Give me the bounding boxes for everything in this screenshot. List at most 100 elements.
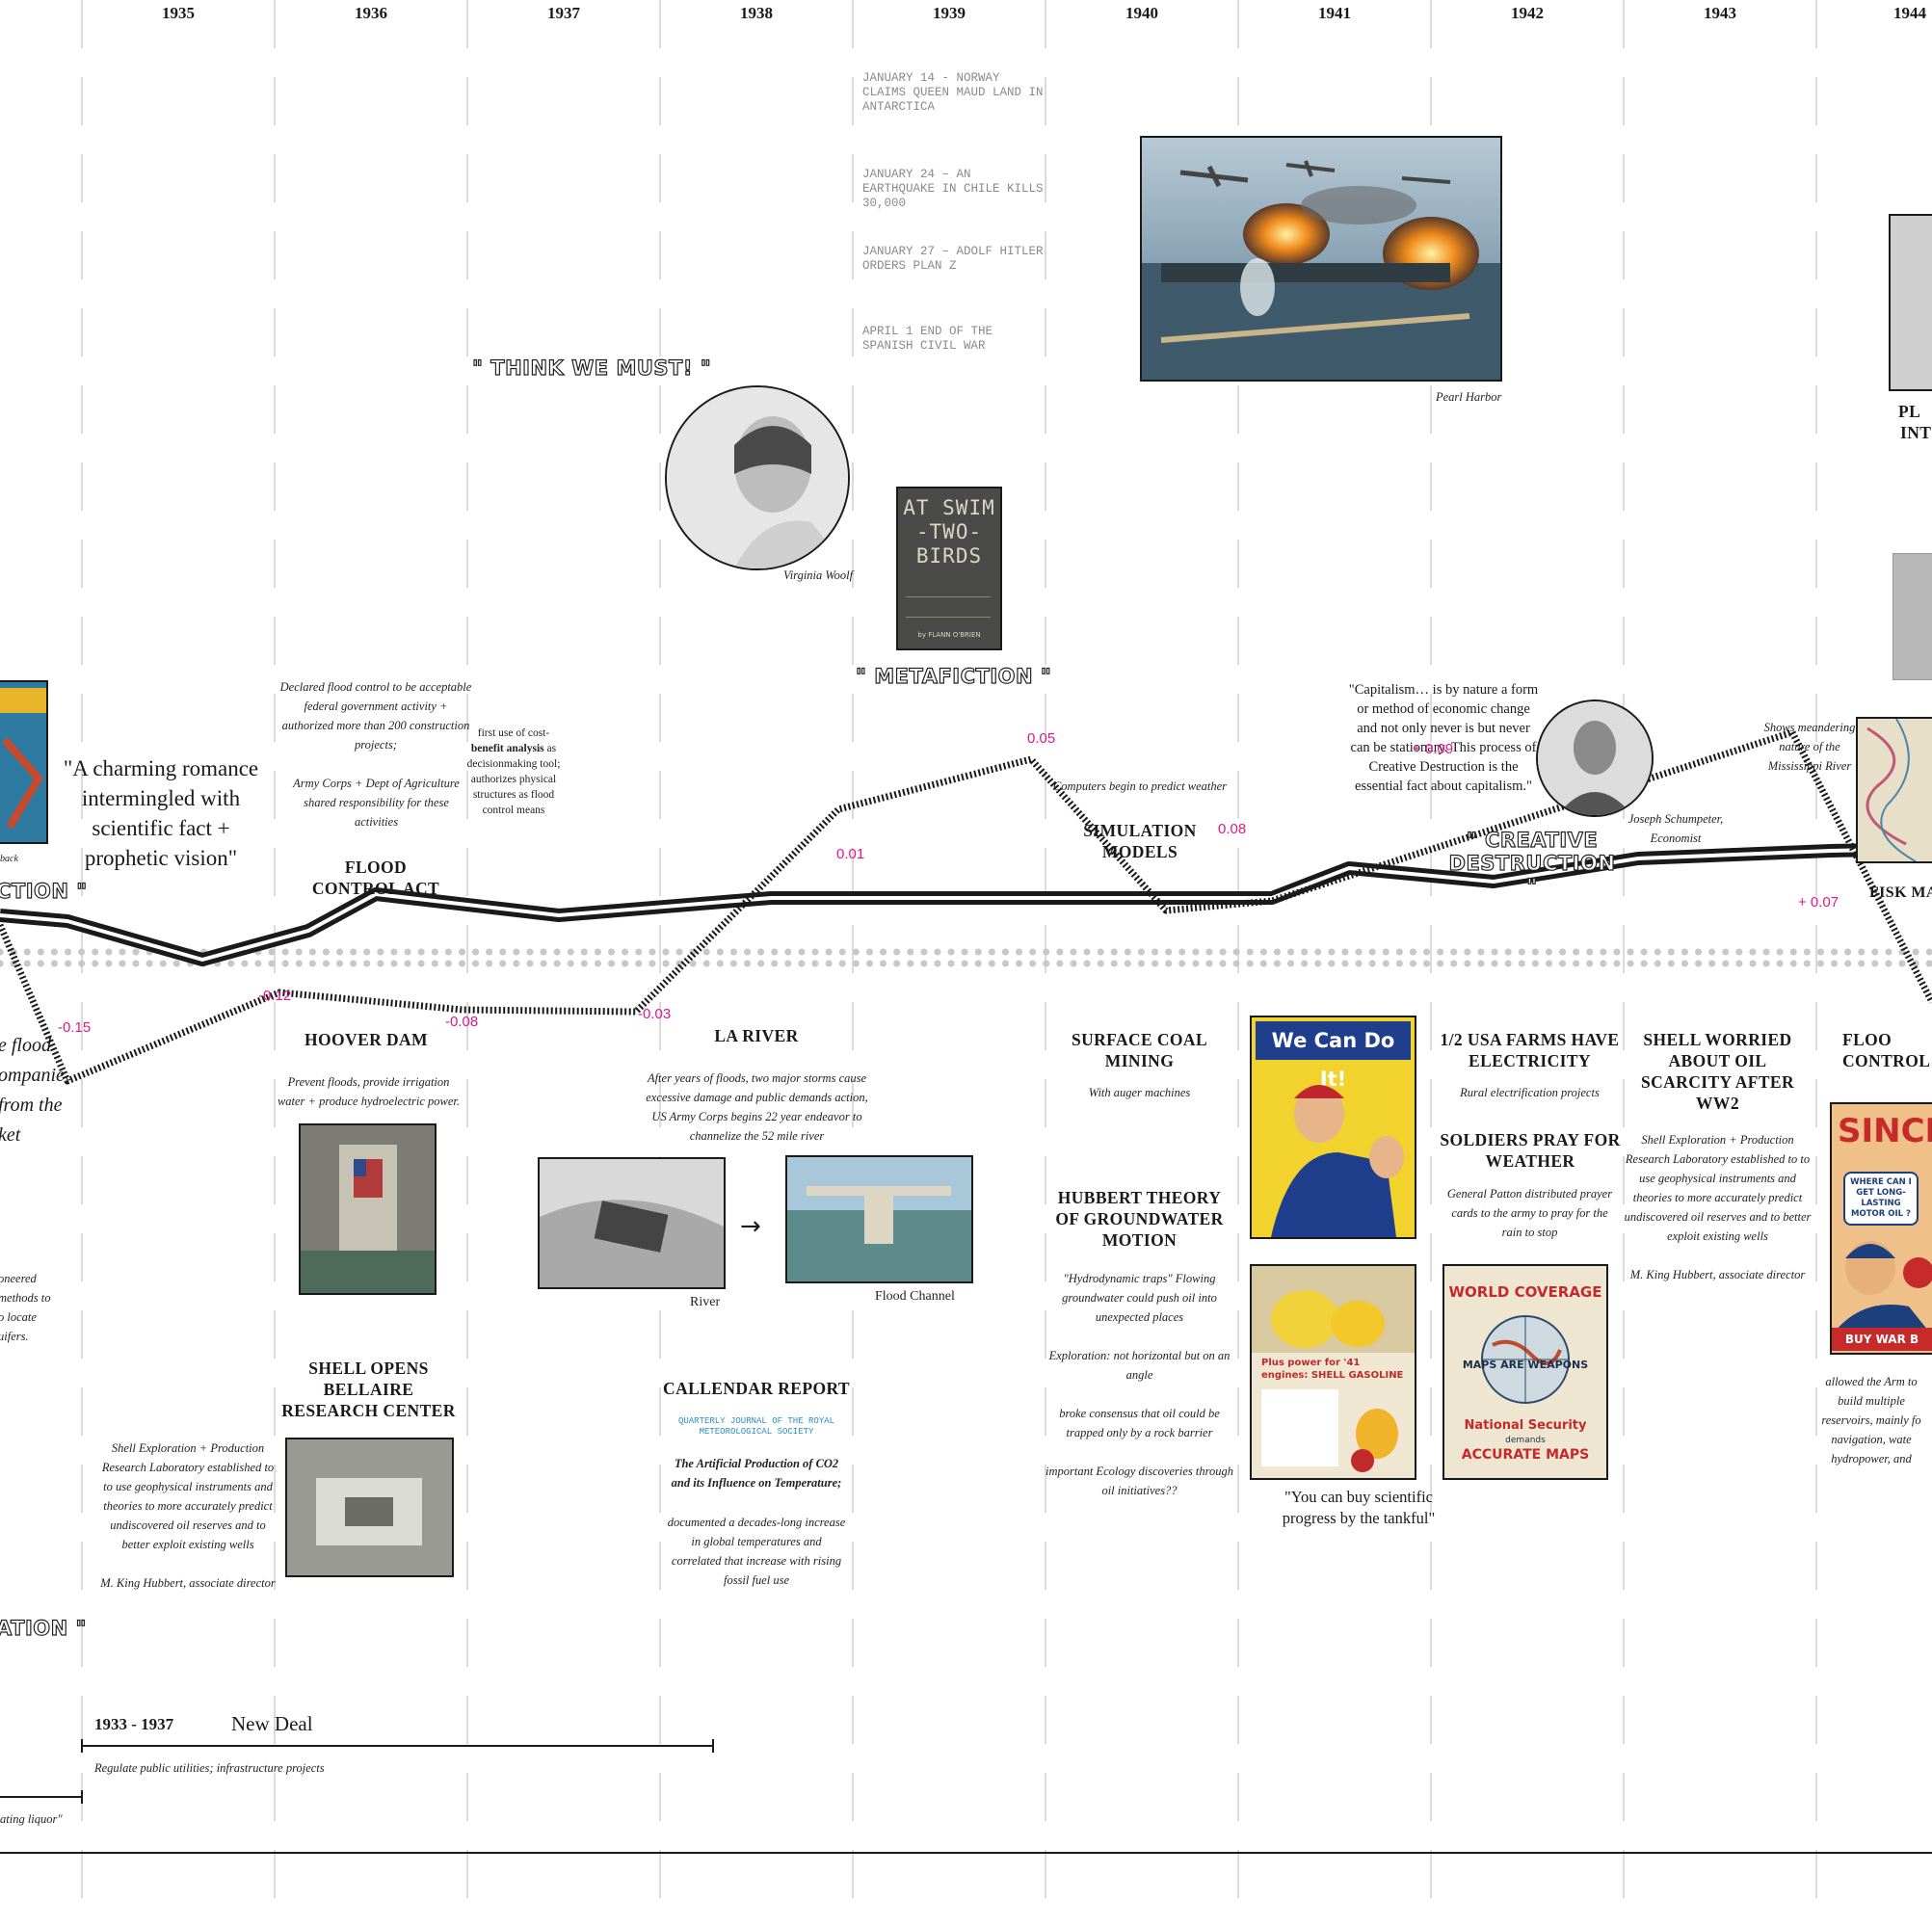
maps-poster-demands: demands <box>1505 1436 1546 1445</box>
maps-poster-weapons: MAPS ARE WEAPONS <box>1462 1359 1589 1371</box>
book-author: by FLANN O'BRIEN <box>917 631 981 639</box>
schumpeter-portrait <box>1536 700 1654 817</box>
virginia-woolf-caption: Virginia Woolf <box>783 568 854 582</box>
flood-channel-caption: Flood Channel <box>875 1289 955 1304</box>
la-river-title: LA RIVER <box>714 1026 799 1045</box>
callendar-journal: QUARTERLY JOURNAL OF THE ROYAL METEOROLO… <box>677 1416 835 1437</box>
virginia-woolf-portrait <box>665 385 850 570</box>
maps-poster-title: WORLD COVERAGE <box>1448 1283 1602 1301</box>
hubbert-theory-title: HUBBERT THEORY OF GROUNDWATER MOTION <box>1055 1188 1224 1250</box>
maps-poster-security: National Security <box>1464 1418 1587 1433</box>
year-label-1944: 1944 <box>1893 4 1926 22</box>
sinclair-bubble: WHERE CAN I GET LONG-LASTING MOTOR OIL ? <box>1843 1172 1919 1226</box>
shell-worried-director: M. King Hubbert, associate director <box>1629 1268 1806 1281</box>
left-partial-3: from the <box>0 1095 63 1116</box>
fisk-map-title: FISK MA <box>1869 884 1932 901</box>
year-label-1939: 1939 <box>933 4 966 22</box>
army-reservoirs-note: allowed the Arm to build multiple reserv… <box>1821 1375 1921 1465</box>
main-trend-line-outer <box>0 842 1932 966</box>
theme-think-we-must: " THINK WE MUST! " <box>471 356 712 380</box>
tankful-quote: "You can buy scientific progress by the … <box>1282 1488 1436 1527</box>
theme-metafiction: " METAFICTION " <box>855 664 1052 688</box>
year-label-1937: 1937 <box>547 4 580 22</box>
data-label-1936: -0.08 <box>445 1014 479 1030</box>
river-caption: River <box>690 1295 721 1309</box>
flood-control-note: Declared flood control to be acceptable … <box>279 680 472 752</box>
data-label-1937: -0.03 <box>638 1006 672 1022</box>
data-label-1935: -0.12 <box>258 988 292 1004</box>
pearl-harbor-caption: Pearl Harbor <box>1436 390 1502 404</box>
sinclair-poster: SINCLA WHERE CAN I GET LONG-LASTING MOTO… <box>1830 1102 1932 1355</box>
hoover-dam-photo <box>299 1123 437 1295</box>
callendar-title: CALLENDAR REPORT <box>663 1379 850 1398</box>
farms-title: 1/2 USA FARMS HAVE ELECTRICITY <box>1440 1030 1620 1070</box>
shell-ad-line: Plus power for '41 engines: SHELL GASOLI… <box>1261 1358 1404 1381</box>
event-1939-norway: JANUARY 14 - NORWAY CLAIMS QUEEN MAUD LA… <box>862 71 1044 114</box>
soldiers-note: General Patton distributed prayer cards … <box>1446 1187 1613 1239</box>
liquor-note: ating liquor" <box>0 1812 63 1826</box>
shell-bellaire-director: M. King Hubbert, associate director <box>100 1576 276 1590</box>
right-photo-partial <box>1892 553 1932 680</box>
data-label-1941: 0.08 <box>1218 821 1247 837</box>
sinclair-title: SINCLA <box>1838 1112 1932 1150</box>
la-river-flood-photo <box>538 1157 726 1289</box>
new-deal-years: 1933 - 1937 <box>94 1715 174 1733</box>
arrow-right-icon: → <box>740 1212 761 1241</box>
maps-are-weapons-poster: WORLD COVERAGE MAPS ARE WEAPONS National… <box>1442 1264 1608 1480</box>
left-partial-1: e flood <box>0 1035 51 1056</box>
book-title: AT SWIM -TWO- BIRDS <box>903 496 995 568</box>
maps-poster-accurate: ACCURATE MAPS <box>1461 1447 1590 1463</box>
year-label-1941: 1941 <box>1318 4 1351 22</box>
year-label-1943: 1943 <box>1704 4 1736 22</box>
fisk-map-image <box>1856 717 1932 863</box>
simulation-models-title: SIMULATION MODELS <box>1083 821 1197 861</box>
left-comic-caption: back <box>0 854 18 864</box>
year-label-1936: 1936 <box>355 4 387 22</box>
year-label-1935: 1935 <box>162 4 195 22</box>
la-river-note: After years of floods, two major storms … <box>646 1071 868 1143</box>
soldiers-title: SOLDIERS PRAY FOR WEATHER <box>1440 1130 1621 1171</box>
shell-worried-note: Shell Exploration + Production Research … <box>1624 1133 1812 1243</box>
theme-left-upper: CTION " <box>0 879 88 903</box>
shell-worried-title: SHELL WORRIED ABOUT OIL SCARCITY AFTER W… <box>1640 1030 1795 1113</box>
new-deal-note: Regulate public utilities; infrastructur… <box>94 1761 325 1775</box>
pearl-harbor-photo <box>1140 136 1502 382</box>
book-rule <box>906 596 991 618</box>
we-can-do-it-text: We Can Do It! <box>1256 1021 1411 1091</box>
data-label-1938: 0.01 <box>836 846 865 862</box>
cost-benefit-bold: benefit analysis <box>470 743 544 754</box>
main-trend-line-inner <box>0 847 1932 962</box>
shell-bellaire-note: Shell Exploration + Production Research … <box>101 1441 275 1551</box>
new-deal-label: New Deal <box>231 1712 313 1735</box>
left-partial-2: ompanie <box>0 1065 65 1086</box>
event-1939-chile: JANUARY 24 – AN EARTHQUAKE IN CHILE KILL… <box>862 168 1044 210</box>
at-swim-two-birds-cover: AT SWIM -TWO- BIRDS by FLANN O'BRIEN <box>896 487 1002 650</box>
flood-control-right-title: FLOO CONTROL <box>1842 1030 1931 1070</box>
left-partial-4: ket <box>0 1124 21 1146</box>
cost-benefit-note: first use of cost-benefit analysis as de… <box>460 726 568 818</box>
data-label-1939: 0.05 <box>1027 730 1056 747</box>
left-comic-cover <box>0 680 48 844</box>
flood-control-act-title: FLOOD CONTROL ACT <box>311 858 440 898</box>
computers-note: Computers begin to predict weather <box>1052 779 1228 793</box>
farms-note: Rural electrification projects <box>1460 1086 1600 1099</box>
data-label-1934: -0.15 <box>58 1019 92 1036</box>
cost-benefit-pre: first use of cost- <box>477 727 550 739</box>
event-1939-hitler: JANUARY 27 – ADOLF HITLER ORDERS PLAN Z <box>862 245 1044 273</box>
right-pl-label: PL <box>1898 402 1921 421</box>
event-1939-spain: APRIL 1 END OF THE SPANISH CIVIL WAR <box>862 325 993 353</box>
surface-coal-title: SURFACE COAL MINING <box>1071 1030 1208 1070</box>
we-can-do-it-poster: We Can Do It! <box>1250 1016 1416 1239</box>
schumpeter-caption: Joseph Schumpeter, Economist <box>1628 812 1724 845</box>
theme-creative-destruction: " CREATIVE DESTRUCTION " <box>1448 828 1616 898</box>
hoover-dam-note: Prevent floods, provide irrigation water… <box>277 1075 461 1108</box>
la-river-channel-photo <box>785 1155 973 1283</box>
surface-coal-note: With auger machines <box>1088 1086 1191 1099</box>
right-poster-partial <box>1889 214 1932 391</box>
theme-left-lower: ATION " <box>0 1616 87 1640</box>
shell-bellaire-photo <box>285 1438 454 1577</box>
callendar-paper: The Artificial Production of CO2 and its… <box>671 1457 842 1490</box>
left-partial-note: oneered methods to o locate uifers. <box>0 1272 51 1343</box>
